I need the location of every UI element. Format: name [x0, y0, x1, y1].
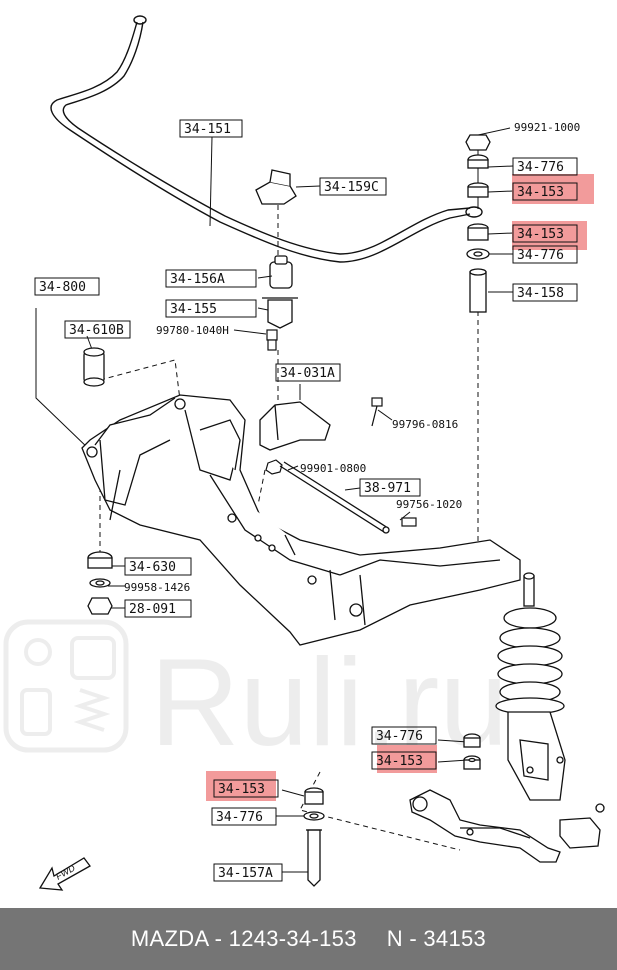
- label-34-630: 34-630: [124, 557, 192, 576]
- caption-99780-1040h: 99780-1040H: [156, 324, 229, 337]
- label-34-157a: 34-157A: [213, 863, 283, 882]
- tension-rod-icon: [279, 461, 390, 534]
- svg-text:34-157A: 34-157A: [218, 866, 273, 881]
- watermark-headlight-icon: [24, 638, 52, 666]
- label-34-610b: 34-610B: [64, 320, 131, 339]
- mount-bolt-icon: [371, 397, 383, 427]
- caption-99756-1020: 99756-1020: [396, 498, 462, 511]
- label-34-776-mid: 34-776: [512, 245, 578, 264]
- highlight-34-153-top1: [512, 174, 594, 204]
- part-captions: 99921-1000 99780-1040H 99796-0816 99901-…: [124, 121, 580, 594]
- label-34-153-top1: 34-153: [512, 182, 578, 201]
- svg-text:34-155: 34-155: [170, 302, 217, 317]
- caption-99796-0816: 99796-0816: [392, 418, 458, 431]
- svg-text:38-971: 38-971: [364, 481, 411, 496]
- footer-bar: MAZDA - 1243-34-153 N - 34153: [0, 908, 617, 970]
- label-34-153-bot: 34-153: [213, 779, 279, 798]
- label-28-091: 28-091: [124, 599, 192, 618]
- watermark-logo-frame: [3, 619, 129, 753]
- bracket-part-icon: [255, 169, 297, 205]
- svg-text:34-610B: 34-610B: [69, 323, 124, 338]
- svg-text:34-151: 34-151: [184, 122, 231, 137]
- nut-icon: [265, 459, 283, 475]
- highlight-34-153-top2: [512, 221, 587, 250]
- label-34-031a: 34-031A: [275, 363, 341, 382]
- bolt-part-icon: [266, 329, 278, 351]
- svg-text:34-776: 34-776: [517, 160, 564, 175]
- footer-number-part: N - 34153: [386, 926, 487, 951]
- svg-text:34-153: 34-153: [517, 227, 564, 242]
- watermark-door-icon: [70, 636, 116, 680]
- strut-assembly-icon: [495, 572, 566, 801]
- bushing-part-icon: [269, 255, 293, 289]
- label-34-151: 34-151: [179, 119, 243, 138]
- label-38-971: 38-971: [359, 478, 421, 497]
- highlight-34-153-bot: [206, 771, 276, 801]
- lower-arm-icon: [409, 789, 605, 863]
- svg-text:34-800: 34-800: [39, 280, 86, 295]
- label-34-776-low: 34-776: [371, 726, 437, 745]
- crossmember-icon: [81, 394, 521, 646]
- footer-brand-part: MAZDA - 1243-34-153: [130, 926, 357, 951]
- svg-text:34-159C: 34-159C: [324, 180, 379, 195]
- label-34-153-top2: 34-153: [512, 224, 578, 243]
- mount-bushing-icon: [83, 347, 105, 387]
- svg-text:34-031A: 34-031A: [280, 366, 335, 381]
- svg-text:34-156A: 34-156A: [170, 272, 225, 287]
- label-34-800: 34-800: [34, 277, 100, 296]
- link-hardware-stack: [465, 134, 491, 313]
- watermark-text: Ruli.ru: [150, 634, 508, 772]
- label-34-159c: 34-159C: [319, 177, 387, 196]
- svg-text:28-091: 28-091: [129, 602, 176, 617]
- watermark-bottle-icon: [20, 688, 52, 736]
- svg-text:34-153: 34-153: [376, 754, 423, 769]
- label-34-776-bot: 34-776: [211, 807, 277, 826]
- parts-diagram: Ruli.ru: [3, 15, 605, 891]
- label-34-776-top: 34-776: [512, 157, 578, 176]
- caption-99921-1000: 99921-1000: [514, 121, 580, 134]
- svg-text:34-153: 34-153: [517, 185, 564, 200]
- clamp-part-icon: [262, 297, 298, 329]
- fwd-arrow-icon: FWD: [38, 857, 91, 891]
- label-34-153-low: 34-153: [371, 751, 437, 770]
- mount-bracket-icon: [259, 401, 331, 451]
- svg-text:34-158: 34-158: [517, 286, 564, 301]
- part-labels: 34-151 34-159C 34-156A 34-155 34-800 34-…: [34, 119, 578, 882]
- svg-text:34-776: 34-776: [517, 248, 564, 263]
- lower-link-hardware: [303, 733, 481, 887]
- svg-text:34-776: 34-776: [216, 810, 263, 825]
- caption-99958-1426: 99958-1426: [124, 581, 190, 594]
- svg-text:34-776: 34-776: [376, 729, 423, 744]
- lower-mount-parts: [87, 551, 113, 615]
- stabilizer-bar: [50, 15, 483, 263]
- label-34-156a: 34-156A: [165, 269, 257, 288]
- watermark: Ruli.ru: [3, 619, 508, 772]
- label-34-158: 34-158: [512, 283, 578, 302]
- highlight-boxes: [206, 174, 594, 801]
- caption-99901-0800: 99901-0800: [300, 462, 366, 475]
- leader-lines: [35, 127, 514, 873]
- rod-bolt-icon: [401, 517, 417, 527]
- highlight-34-153-low: [377, 745, 437, 773]
- diagram-canvas: Ruli.ru: [3, 15, 605, 891]
- label-34-155: 34-155: [165, 299, 257, 318]
- svg-text:34-153: 34-153: [218, 782, 265, 797]
- svg-text:34-630: 34-630: [129, 560, 176, 575]
- watermark-spring-icon: [73, 688, 111, 732]
